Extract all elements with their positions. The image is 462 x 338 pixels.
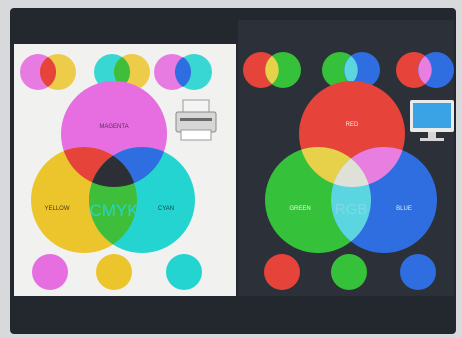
black-overlap: [89, 147, 137, 187]
green-label: GREEN: [289, 206, 310, 212]
green-swatch: [331, 254, 367, 290]
red-label: RED: [346, 122, 359, 128]
cmyk-top-pairs: [20, 54, 212, 90]
cmyk-panel: MAGENTA YELLOW CYAN CMYK: [20, 54, 217, 290]
blue-label: BLUE: [396, 206, 412, 212]
magenta-label: MAGENTA: [99, 124, 128, 130]
cyan-label: CYAN: [158, 206, 174, 212]
cmyk-bottom-swatches: [32, 254, 202, 290]
cmyk-center-label: CMYK: [89, 201, 139, 220]
monitor-icon: [410, 100, 454, 141]
yellow-swatch: [96, 254, 132, 290]
red-swatch: [264, 254, 300, 290]
blue-swatch: [400, 254, 436, 290]
cmyk-venn: [31, 81, 195, 253]
rgb-center-label: RGB: [335, 201, 368, 218]
yellow-label: YELLOW: [44, 206, 69, 212]
rgb-top-pairs: [243, 52, 454, 88]
white-overlap: [331, 147, 371, 187]
rgb-panel: RED GREEN BLUE RGB: [243, 52, 454, 290]
printer-icon: [175, 99, 217, 141]
rgb-bottom-swatches: [264, 254, 436, 290]
rgb-venn: [265, 81, 437, 253]
cyan-swatch: [166, 254, 202, 290]
magenta-swatch: [32, 254, 68, 290]
